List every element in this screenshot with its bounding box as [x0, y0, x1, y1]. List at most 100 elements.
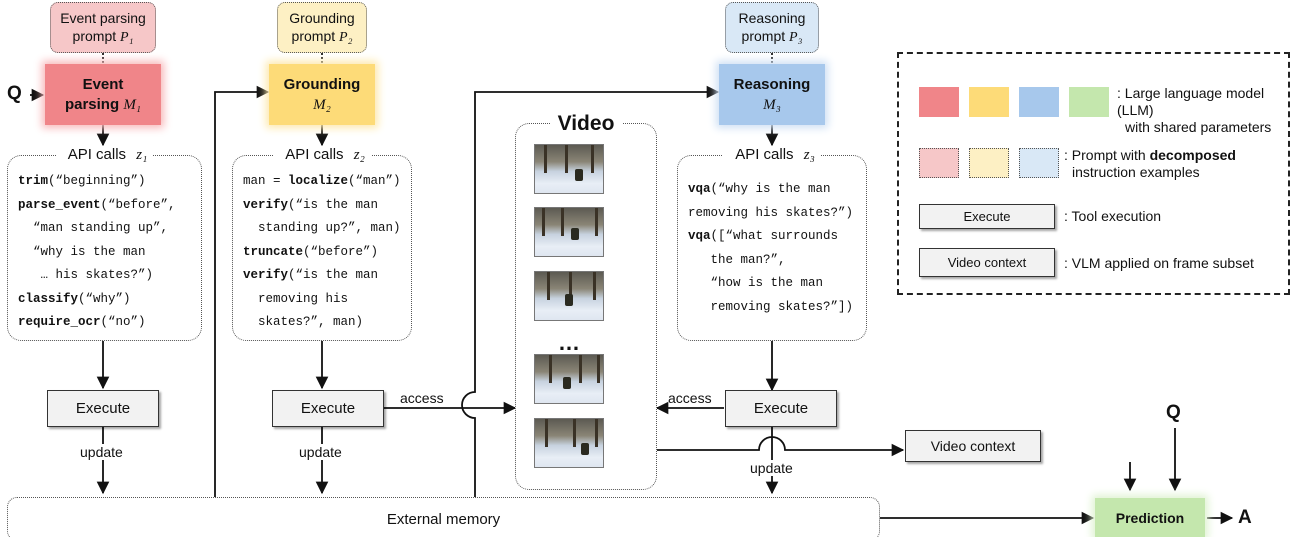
event-model-symbol: M₁: [123, 96, 142, 113]
event-prompt-line1: Event parsing: [60, 9, 146, 26]
event-model-line2: parsing: [64, 95, 120, 113]
legend-video-desc: : VLM applied on frame subset: [1064, 255, 1254, 271]
code-text: … his skates?”): [18, 268, 154, 282]
reasoning-prompt-line1: Reasoning: [738, 9, 806, 26]
video-ellipsis: …: [558, 330, 580, 355]
code-text: (“why is the man: [710, 182, 831, 196]
code-text: skates?”, man): [243, 315, 364, 329]
event-parsing-prompt: Event parsing prompt P₁: [50, 2, 156, 53]
code-line: verify(“is the man: [243, 264, 401, 288]
legend-execute-desc: : Tool execution: [1064, 208, 1162, 224]
grounding-model-title: Grounding: [283, 75, 361, 93]
prediction-model: Prediction: [1095, 498, 1205, 537]
code-function: classify: [18, 291, 79, 306]
legend-swatch-yellow: [969, 87, 1009, 117]
api-grounding-title: API calls: [279, 146, 350, 163]
arrow-memory-to-reasoning: [461, 85, 720, 497]
legend-prompt-bold: decomposed: [1149, 147, 1236, 163]
code-line: standing up?”, man): [243, 217, 401, 241]
video-frame-5: [534, 418, 604, 468]
code-text: “man standing up”,: [18, 221, 169, 235]
api-event-code: trim(“beginning”)parse_event(“before”, “…: [18, 170, 176, 335]
code-line: classify(“why”): [18, 288, 176, 312]
question-label: Q: [7, 83, 22, 104]
api-reasoning-title: API calls: [729, 146, 800, 163]
arrow-memory-to-grounding: [214, 85, 270, 497]
legend-llm-line1: : Large language model (LLM): [1117, 85, 1265, 118]
code-text: removing skates?”]): [688, 299, 854, 314]
code-line: removing skates?”]): [688, 296, 854, 320]
code-line: truncate(“before”): [243, 241, 401, 265]
video-context-box[interactable]: Video context: [905, 430, 1041, 462]
grounding-prompt-line1: Grounding: [289, 9, 355, 26]
reasoning-prompt: Reasoning prompt P₃: [725, 2, 819, 53]
video-frame-2: [534, 207, 604, 257]
update-label-event: update: [80, 444, 123, 460]
external-memory: External memory: [7, 497, 880, 537]
code-text: removing his: [243, 291, 349, 306]
legend-swatch-green: [1069, 87, 1109, 117]
code-text: (“no”): [100, 315, 146, 329]
code-line: removing his: [243, 288, 401, 312]
code-line: … his skates?”): [18, 264, 176, 288]
code-text: standing up?”, man): [243, 221, 401, 235]
code-line: trim(“beginning”): [18, 170, 176, 194]
question-label-prediction: Q: [1166, 402, 1181, 423]
execute-box-event[interactable]: Execute: [47, 390, 159, 427]
legend-prompt-pre: : Prompt with: [1064, 147, 1150, 163]
code-line: vqa([“what surrounds: [688, 225, 853, 249]
code-text: (“before”,: [100, 197, 176, 212]
code-line: require_ocr(“no”): [18, 311, 176, 335]
event-model-line1: Event: [82, 75, 124, 93]
api-reasoning-code: vqa(“why is the man removing his skates?”…: [688, 178, 853, 319]
legend-video-context-box: Video context: [919, 248, 1055, 277]
event-prompt-symbol: P₁: [120, 29, 134, 45]
legend-swatch-red-prompt: [919, 148, 959, 178]
legend-swatch-blue-prompt: [1019, 148, 1059, 178]
api-event-symbol: z₁: [136, 147, 148, 163]
grounding-prompt-line2: prompt: [291, 27, 336, 44]
legend-prompt-line2: instruction examples: [1072, 164, 1200, 180]
execute-box-reasoning[interactable]: Execute: [725, 390, 837, 427]
code-line: vqa(“why is the man: [688, 178, 853, 202]
arrow-video-to-context: [657, 436, 905, 457]
code-line: man = localize(“man”): [243, 170, 401, 194]
code-text: (“is the man: [288, 268, 379, 282]
code-line: “man standing up”,: [18, 217, 176, 241]
code-line: skates?”, man): [243, 311, 401, 335]
code-text: ([“what surrounds: [710, 229, 839, 243]
legend-swatch-blue: [1019, 87, 1059, 117]
update-label-reasoning: update: [750, 460, 793, 476]
code-line: parse_event(“before”,: [18, 194, 176, 218]
reasoning-model-symbol: M₃: [763, 96, 781, 113]
code-line: the man?”,: [688, 249, 853, 273]
code-text: (“beginning”): [48, 174, 146, 188]
code-text: “how is the man: [688, 276, 824, 290]
reasoning-prompt-line2: prompt: [741, 27, 786, 44]
code-function: vqa: [688, 182, 711, 196]
grounding-model-symbol: M₂: [313, 96, 331, 113]
execute-box-grounding[interactable]: Execute: [272, 390, 384, 427]
access-label-reasoning: access: [668, 390, 712, 406]
code-line: “why is the man: [18, 241, 176, 265]
video-frame-3: [534, 271, 604, 321]
code-text: removing his skates?”): [688, 205, 854, 220]
code-text: (“man”): [348, 174, 401, 188]
access-label-grounding: access: [400, 390, 444, 406]
api-calls-event: API calls z₁ trim(“beginning”)parse_even…: [7, 146, 202, 341]
api-calls-reasoning: API calls z₃ vqa(“why is the man removing…: [677, 146, 867, 341]
event-parsing-model: Event parsing M₁: [45, 64, 161, 125]
code-text: “why is the man: [18, 244, 146, 259]
update-label-grounding: update: [299, 444, 342, 460]
code-text: the man?”,: [688, 252, 786, 267]
legend-llm-line2: with shared parameters: [1125, 119, 1272, 135]
code-function: verify: [243, 197, 289, 212]
api-grounding-code: man = localize(“man”)verify(“is the man …: [243, 170, 401, 335]
reasoning-prompt-symbol: P₃: [789, 29, 803, 45]
code-function: parse_event: [18, 197, 101, 212]
video-title: Video: [549, 112, 623, 135]
grounding-prompt: Grounding prompt P₂: [277, 2, 367, 53]
legend: : Large language model (LLM) with shared…: [897, 52, 1290, 295]
api-reasoning-symbol: z₃: [803, 147, 815, 163]
code-line: removing his skates?”): [688, 202, 853, 226]
